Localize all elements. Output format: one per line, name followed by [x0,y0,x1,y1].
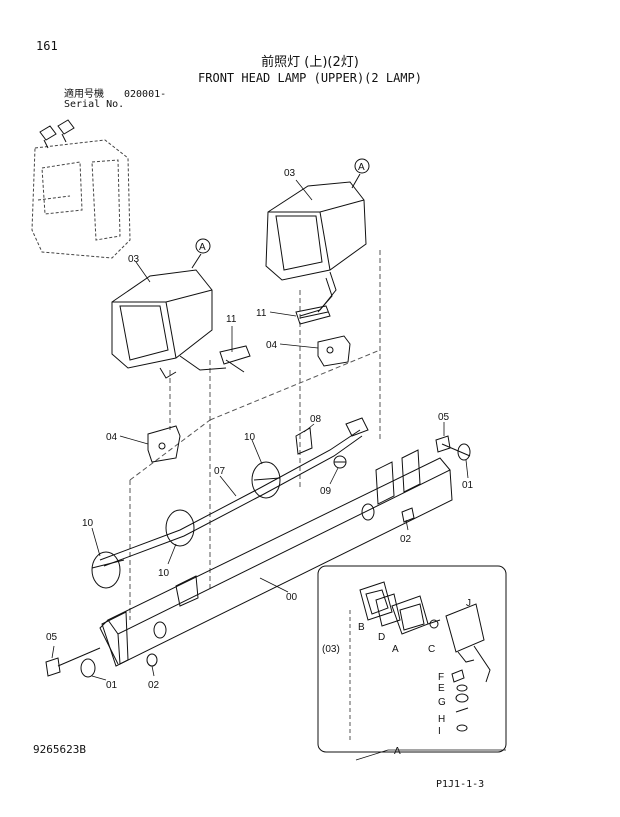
bolt-05-right [435,435,471,457]
washer-01-left [80,658,96,678]
washer-01-right [457,443,471,461]
harness-connector-right [295,305,331,325]
harness-clamp-upper [251,461,281,499]
mounting-bar [99,449,453,667]
page-title-japanese: 前照灯 (上)(2灯) [261,55,359,70]
machine-thumbnail [31,139,131,259]
nut-02-right [401,507,415,523]
lamp-left [111,269,227,379]
harness-connector-left [219,345,251,373]
page-number: 161 [36,39,58,53]
construction-lines [129,250,381,620]
inset-box [317,565,507,761]
inset-lamp-exploded [359,581,491,732]
serial-label-japanese: 適用号機 [64,89,104,100]
lamp-right [265,181,367,317]
page-title-english: FRONT HEAD LAMP (UPPER)(2 LAMP) [198,71,422,85]
bolt-05-left [45,647,101,677]
thumbnail-lamps-icon [39,119,75,149]
harness-clamp-middle [165,509,195,547]
nut-02-left [146,653,158,667]
wire-harness [99,417,369,567]
document-number: 9265623B [33,743,86,756]
serial-number-value: 020001- [124,89,167,100]
serial-label-english: Serial No. [64,99,125,110]
leader-lines [51,179,469,681]
bracket-left [147,425,181,463]
ref-circle-left [191,238,211,269]
bracket-right [317,335,351,367]
harness-clamp-left [91,551,125,589]
bolt-09 [333,455,347,469]
page-code: P1J1-1-3 [436,779,485,790]
ref-circle-right [351,158,370,189]
